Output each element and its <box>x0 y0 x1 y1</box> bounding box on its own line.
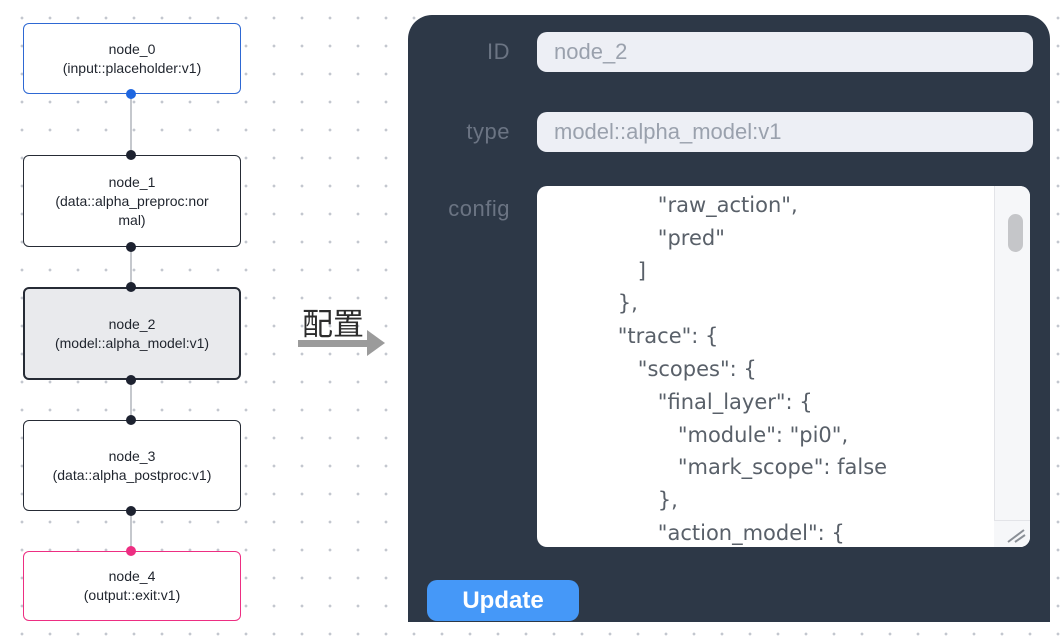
config-field-label: config <box>448 196 510 221</box>
node-node_3[interactable]: node_3 (data::alpha_postproc:v1) <box>23 420 241 511</box>
node-node_0[interactable]: node_0 (input::placeholder:v1) <box>23 23 241 94</box>
node-subtitle: (model::alpha_model:v1) <box>54 334 210 351</box>
port-node_2-out[interactable] <box>126 375 136 385</box>
port-node_1-in[interactable] <box>126 150 136 160</box>
node-properties-panel: ID type config "raw_action", "pred" ] },… <box>408 15 1050 622</box>
port-node_3-out[interactable] <box>126 506 136 516</box>
node-subtitle: (data::alpha_preproc:normal) <box>55 192 209 228</box>
node-subtitle: (output::exit:v1) <box>83 587 181 603</box>
node-title: node_2 <box>108 315 156 332</box>
config-textarea[interactable]: "raw_action", "pred" ] }, "trace": { "sc… <box>537 186 1030 547</box>
id-input[interactable] <box>537 32 1033 72</box>
port-node_1-out[interactable] <box>126 242 136 252</box>
resize-grip-icon <box>1007 529 1026 543</box>
port-node_0-out[interactable] <box>126 89 136 99</box>
node-subtitle: (input::placeholder:v1) <box>62 59 202 76</box>
type-input[interactable] <box>537 112 1033 152</box>
node-node_1[interactable]: node_1 (data::alpha_preproc:normal) <box>23 155 241 247</box>
port-node_4-in[interactable] <box>126 546 136 556</box>
node-title: node_0 <box>108 40 156 57</box>
node-title: node_4 <box>108 568 156 584</box>
arrow-right-head-icon <box>367 330 385 356</box>
node-title: node_3 <box>108 447 156 464</box>
node-title: node_1 <box>108 173 156 190</box>
node-subtitle: (data::alpha_postproc:v1) <box>52 466 212 483</box>
port-node_2-in[interactable] <box>126 282 136 292</box>
config-annotation-label: 配置 <box>302 307 364 342</box>
node-node_2[interactable]: node_2 (model::alpha_model:v1) <box>23 287 241 380</box>
port-node_3-in[interactable] <box>126 415 136 425</box>
node-node_4[interactable]: node_4 (output::exit:v1) <box>23 551 241 621</box>
type-field-label: type <box>466 119 510 144</box>
config-scrollbar-track[interactable] <box>994 186 1030 547</box>
id-field-label: ID <box>487 39 510 64</box>
config-json-text[interactable]: "raw_action", "pred" ] }, "trace": { "sc… <box>617 193 888 545</box>
textarea-resize-handle[interactable] <box>994 520 1030 547</box>
config-scrollbar-thumb[interactable] <box>1008 214 1023 252</box>
arrow-right-icon <box>298 340 368 347</box>
update-button[interactable]: Update <box>427 580 579 621</box>
